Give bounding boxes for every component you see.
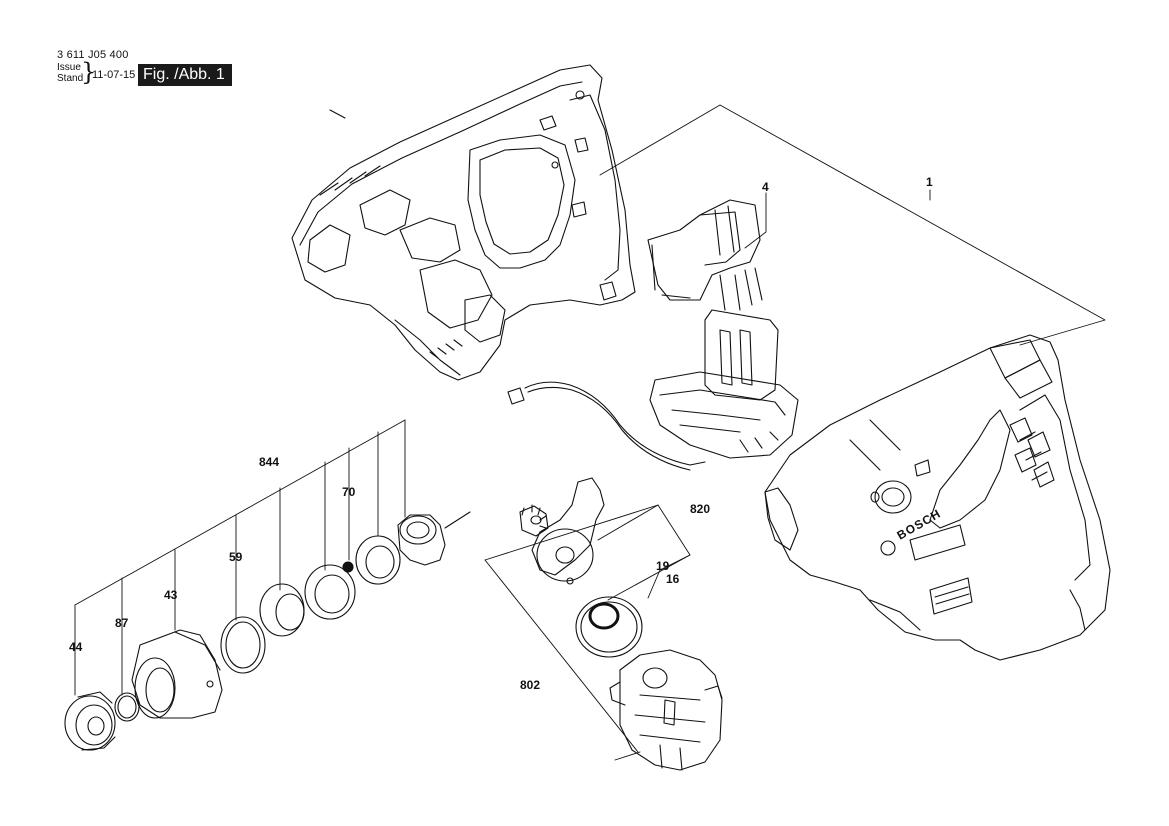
callouts: 1 4 844 70 59 43 87 44 820 19 16 802 <box>69 175 933 692</box>
brace-glyph: } <box>81 58 97 86</box>
issue-date: 11-07-15 <box>92 69 136 81</box>
housing-half <box>291 64 636 381</box>
callout-19: 19 <box>656 559 670 573</box>
callout-4: 4 <box>762 180 769 194</box>
callout-59: 59 <box>229 550 243 564</box>
document-number: 3 611 J05 400 <box>57 49 129 61</box>
callout-16: 16 <box>666 572 680 586</box>
callout-44: 44 <box>69 640 83 654</box>
leader-lines <box>74 104 1106 761</box>
figure-label: Fig. /Abb. 1 <box>138 64 232 86</box>
switch-module <box>507 199 799 471</box>
housing-shell <box>764 334 1111 661</box>
issue-stand-labels: Issue Stand <box>57 62 83 84</box>
callout-87: 87 <box>115 616 129 630</box>
issue-label: Issue <box>57 62 81 73</box>
callout-820: 820 <box>690 502 710 516</box>
callout-802: 802 <box>520 678 540 692</box>
chuck-parts <box>64 511 471 751</box>
callout-43: 43 <box>164 588 178 602</box>
callout-70: 70 <box>342 485 356 499</box>
rings-19-16 <box>575 596 643 658</box>
gear-plate-assembly <box>519 477 605 585</box>
motor <box>609 649 723 771</box>
callout-844: 844 <box>259 455 279 469</box>
stand-label: Stand <box>57 73 84 84</box>
callout-1: 1 <box>926 175 933 189</box>
